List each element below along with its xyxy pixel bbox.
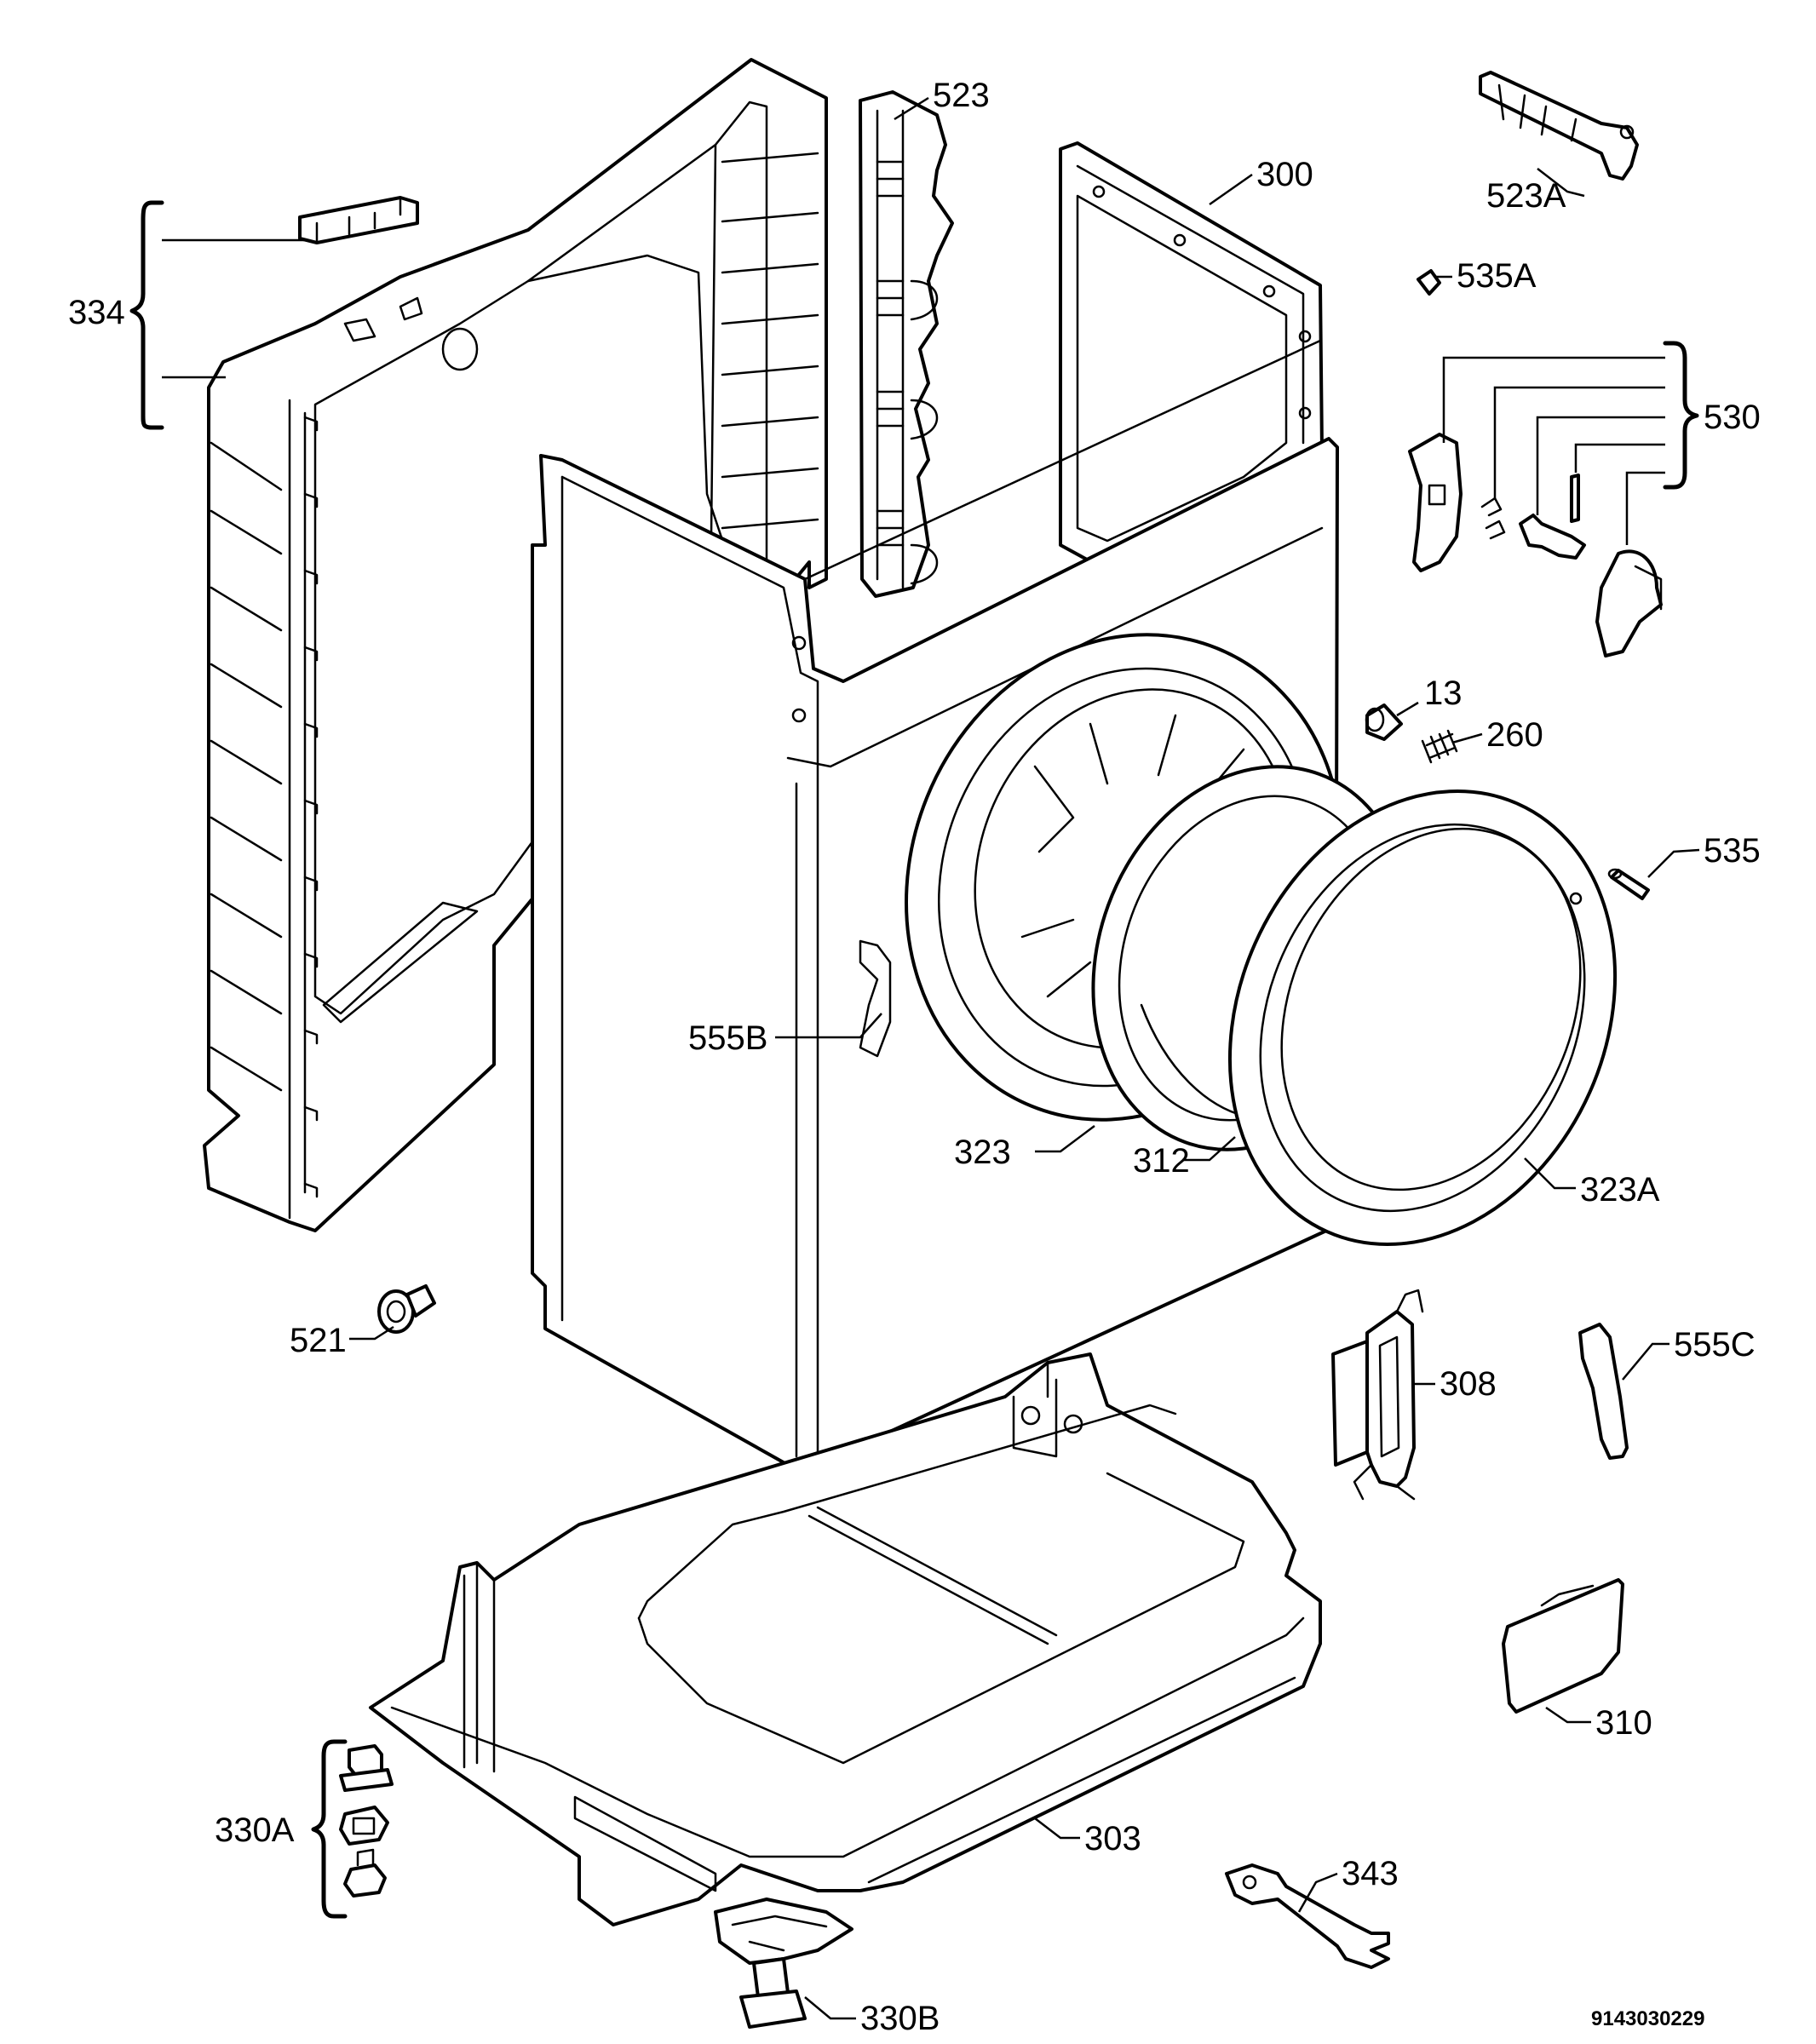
adjustable-foot-part-330B [714, 1898, 853, 2029]
brace-330A [311, 1739, 348, 1919]
document-number: 9143030229 [1591, 2007, 1704, 2030]
label-323A: 323A [1580, 1171, 1660, 1209]
label-13: 13 [1424, 675, 1463, 712]
base-frame-part-303 [369, 1352, 1322, 1926]
brace-530 [1663, 341, 1699, 490]
spring-part-260 [1421, 729, 1458, 764]
label-334: 334 [68, 294, 125, 331]
label-535A: 535A [1457, 257, 1537, 295]
pin-part-535 [1607, 868, 1650, 900]
label-555C: 555C [1674, 1326, 1756, 1364]
label-303: 303 [1084, 1820, 1141, 1857]
label-530: 530 [1704, 399, 1761, 436]
screw-part-521 [377, 1284, 436, 1334]
fastener-set-part-330A [339, 1744, 394, 1898]
hinge-clip-part-523A [1479, 71, 1639, 181]
label-521: 521 [290, 1322, 347, 1359]
door-front-ring-part-323A [1227, 789, 1618, 1247]
label-523: 523 [933, 77, 990, 114]
label-308: 308 [1440, 1365, 1497, 1403]
bushing-part-13 [1365, 703, 1403, 741]
label-343: 343 [1342, 1855, 1399, 1892]
part-labels: 523 300 523A 535A 334 530 13 260 535 555… [68, 77, 1761, 2037]
side-panel-part-334 [203, 58, 828, 1232]
vertical-rail-part-523 [859, 90, 954, 598]
label-312: 312 [1133, 1142, 1190, 1180]
label-330B: 330B [860, 2000, 940, 2037]
label-300: 300 [1256, 156, 1313, 193]
brace-334 [129, 200, 164, 430]
door-lock-set-part-530 [1408, 433, 1663, 657]
label-555B: 555B [688, 1019, 767, 1057]
leader-lines [162, 96, 1700, 2020]
label-535: 535 [1704, 832, 1761, 870]
handle-cover-part-555C [1578, 1323, 1629, 1460]
small-cap-part-535A [1417, 269, 1441, 296]
door-hinge-part-308 [1331, 1289, 1424, 1501]
rear-frame-part-300 [1059, 141, 1324, 572]
label-310: 310 [1595, 1704, 1652, 1742]
filter-flap-part-310 [1502, 1578, 1624, 1714]
label-330A: 330A [215, 1811, 295, 1849]
wrench-part-343 [1225, 1863, 1390, 1969]
label-323: 323 [954, 1134, 1011, 1171]
label-260: 260 [1486, 716, 1543, 754]
label-523A: 523A [1486, 177, 1566, 215]
